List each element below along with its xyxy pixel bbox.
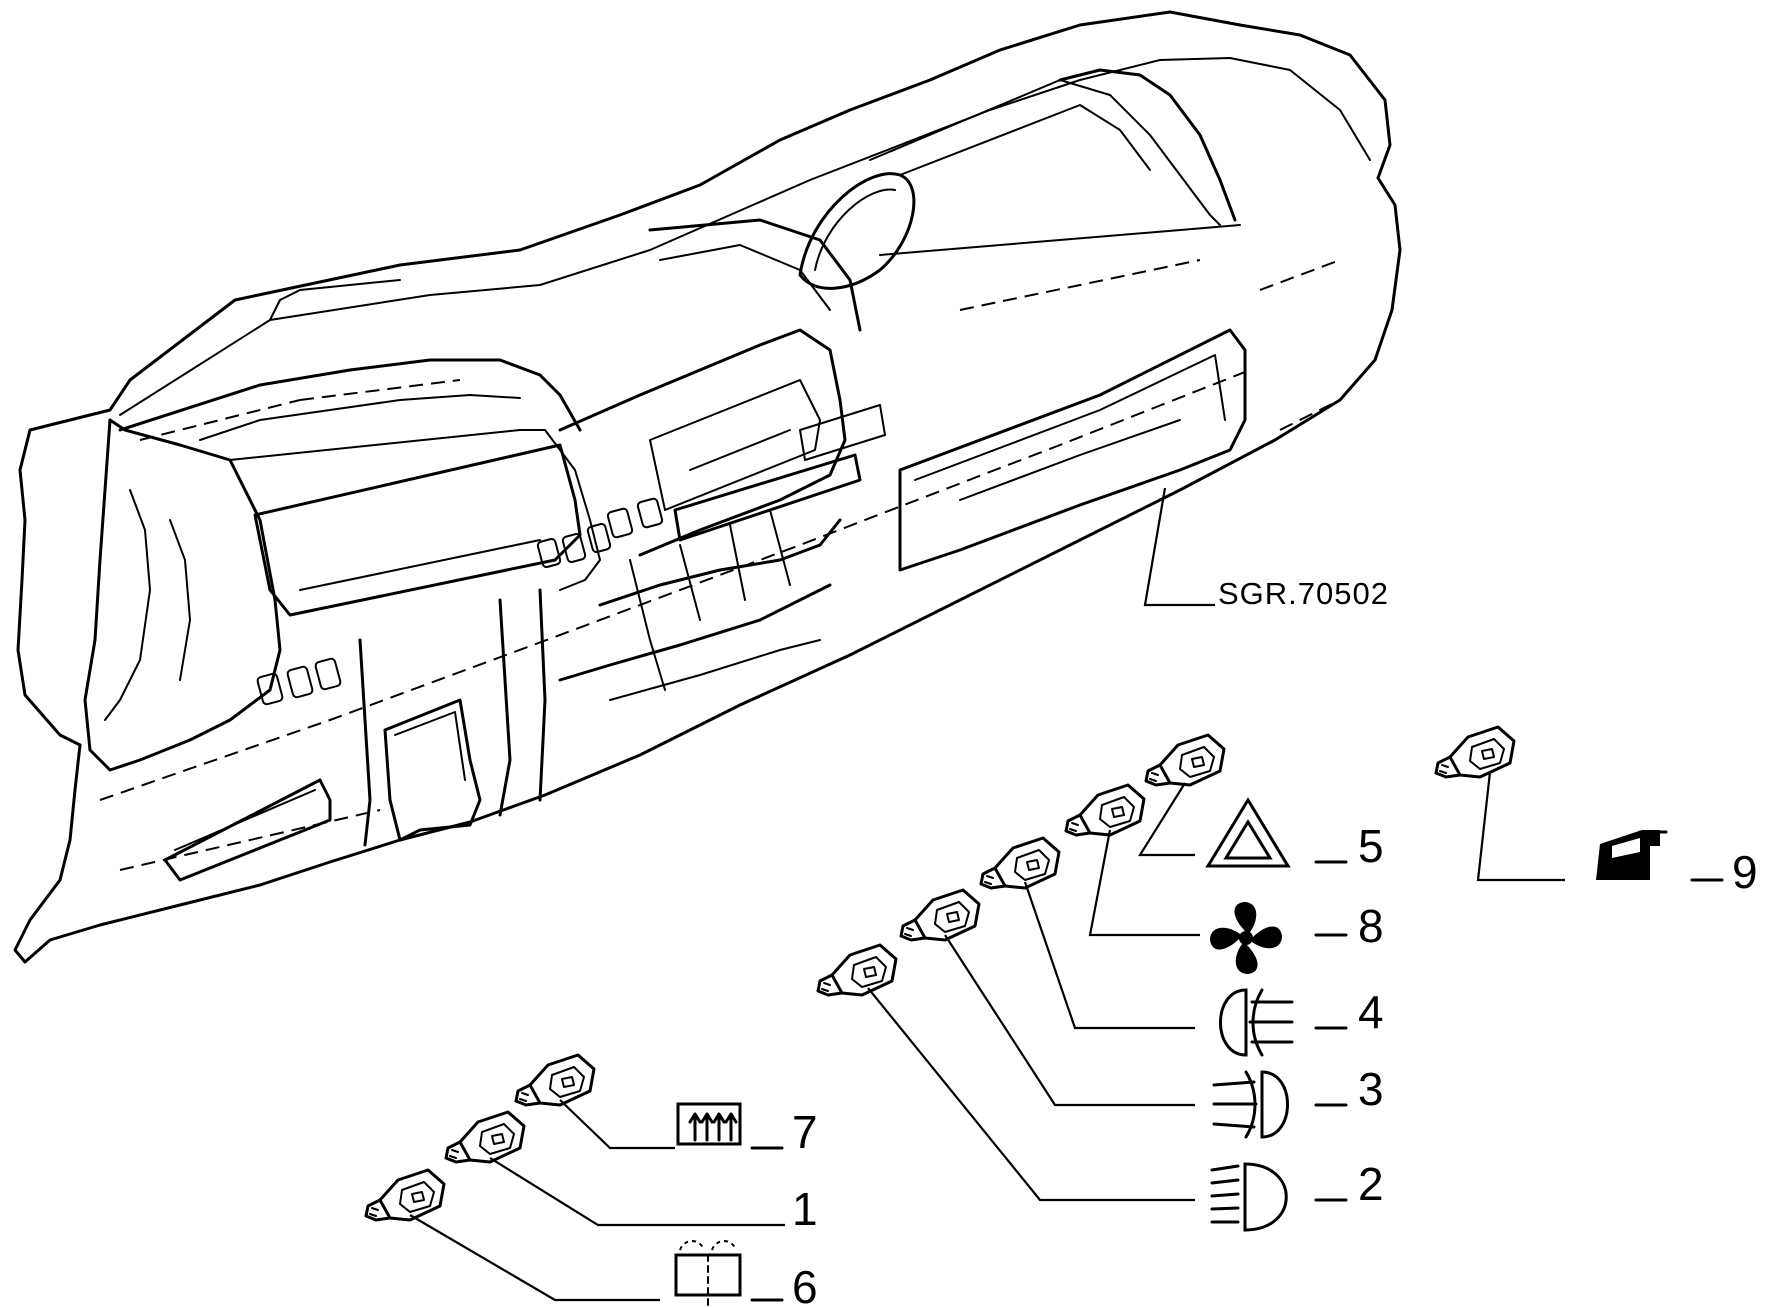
callout-number-6: 6 (792, 1261, 818, 1308)
switch-3 (899, 888, 981, 942)
part-code-leader (1143, 487, 1215, 607)
switch-4 (979, 836, 1061, 890)
switch-2 (816, 943, 898, 997)
headlight-beam-icon (1210, 1162, 1288, 1232)
hazard-warning-icon (1205, 797, 1291, 868)
callout-number-9: 9 (1732, 846, 1758, 898)
callout-number-1: 1 (792, 1183, 818, 1235)
switch-7 (514, 1053, 596, 1107)
switch-6 (364, 1168, 446, 1222)
callout-number-8: 8 (1358, 900, 1384, 952)
door-window-icon (1596, 830, 1668, 880)
callout-number-7: 7 (792, 1106, 818, 1158)
front-fog-light-icon (1212, 1070, 1289, 1139)
rear-fog-light-icon (1219, 988, 1294, 1057)
leader-lines (409, 771, 1565, 1302)
part-code-label: SGR.70502 (1218, 576, 1389, 611)
dashboard-assembly (13, 10, 1402, 964)
switch-9 (1434, 725, 1516, 779)
switch-1 (444, 1110, 526, 1164)
fan-icon (1210, 902, 1282, 974)
callout-number-4: 4 (1358, 986, 1384, 1038)
callout-number-5: 5 (1358, 820, 1384, 872)
interior-light-icon (674, 1240, 742, 1308)
callout-dashes (750, 860, 1724, 1302)
rear-defrost-icon (676, 1102, 742, 1146)
callout-number-3: 3 (1358, 1063, 1384, 1115)
switch-8 (1064, 783, 1146, 837)
switch-5 (1144, 733, 1226, 787)
callout-number-2: 2 (1358, 1158, 1384, 1210)
